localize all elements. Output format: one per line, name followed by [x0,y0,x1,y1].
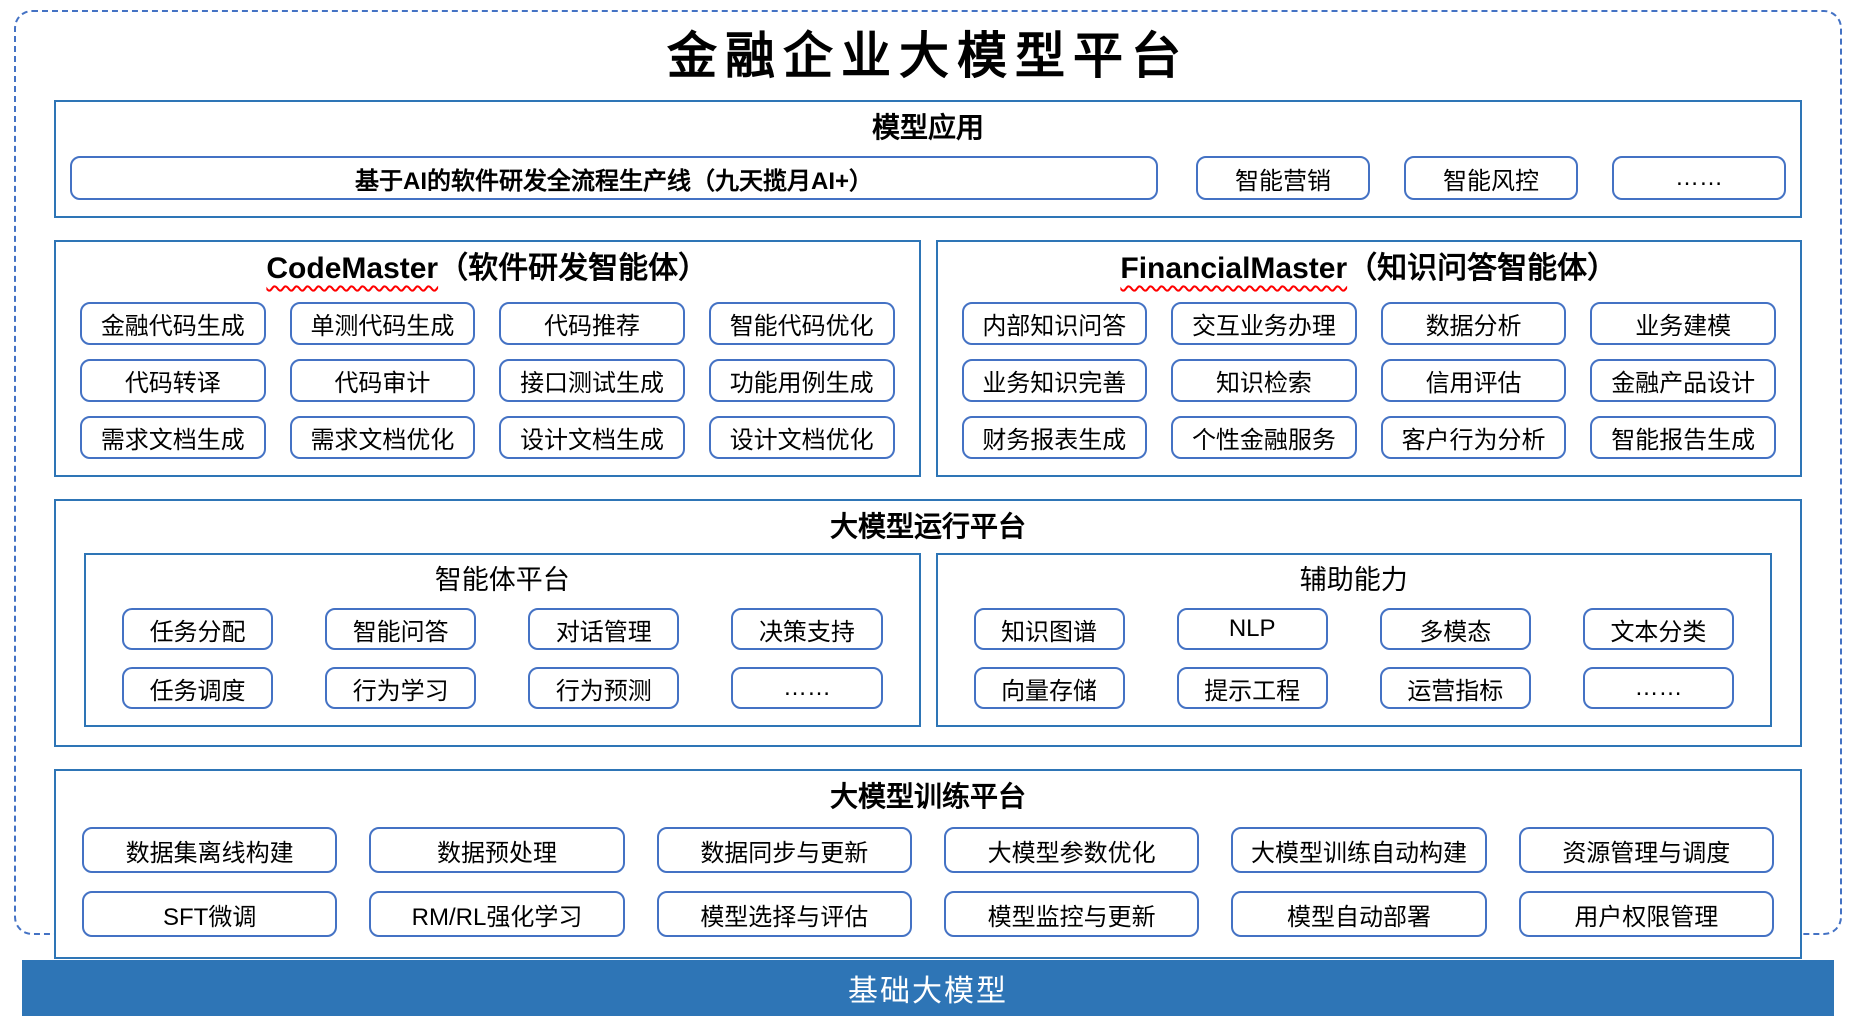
aux-capabilities-title: 辅助能力 [1299,565,1408,595]
training-platform-title: 大模型训练平台 [829,781,1026,812]
agent-platform-items: 任务分配 智能问答 对话管理 决策支持任务调度 行为学习 行为预测 …… [86,606,919,709]
agent-platform-item: …… [731,667,883,709]
financialmaster-item: 财务报表生成 [961,416,1148,459]
subsection-aux-capabilities: 辅助能力 知识图谱 NLP 多模态 文本分类向量存储 提示工程 运营指标 …… [935,553,1772,727]
runtime-platform-title: 大模型运行平台 [829,511,1026,542]
aux-capability-item: 运营指标 [1379,667,1531,709]
app-item: …… [1612,156,1786,200]
codemaster-item: 功能用例生成 [708,359,895,402]
agent-platform-item: 行为学习 [325,667,477,709]
codemaster-item: 金融代码生成 [80,302,266,345]
page-title: 金融企业大模型平台 [667,26,1189,85]
section-training-platform: 大模型训练平台 数据集离线构建数据预处理数据同步与更新大模型参数优化大模型训练自… [54,769,1802,959]
aux-capability-item: 向量存储 [973,667,1125,709]
agent-platform-item: 任务调度 [122,667,274,709]
financialmaster-item: 知识检索 [1171,359,1357,402]
financialmaster-item: 数据分析 [1380,302,1567,345]
codemaster-items: 金融代码生成单测代码生成代码推荐智能代码优化代码转译代码审计接口测试生成功能用例… [56,298,919,459]
outer-dashed-frame: 金融企业大模型平台 模型应用 基于AI的软件研发全流程生产线（九天揽月AI+） … [14,10,1842,959]
financialmaster-item: 内部知识问答 [961,302,1148,345]
training-item: 大模型参数优化 [943,827,1200,873]
codemaster-item: 需求文档生成 [80,416,266,459]
training-item: 模型监控与更新 [943,891,1200,937]
financialmaster-item: 信用评估 [1380,359,1567,402]
codemaster-item: 代码转译 [80,359,266,402]
financialmaster-items: 内部知识问答交互业务办理数据分析业务建模业务知识完善知识检索信用评估金融产品设计… [938,298,1801,459]
codemaster-item: 需求文档优化 [289,416,476,459]
codemaster-item: 设计文档生成 [499,416,685,459]
section-runtime-platform: 大模型运行平台 智能体平台 任务分配 智能问答 对话管理 决策支持任务调度 行为学习 行为… [54,499,1802,747]
training-item: 模型自动部署 [1231,891,1487,937]
financialmaster-item: 业务知识完善 [961,359,1148,402]
aux-capability-item: …… [1582,667,1734,709]
section-financialmaster: FinancialMaster（知识问答智能体） 内部知识问答交互业务办理数据分… [935,240,1802,477]
agent-platform-item: 决策支持 [731,608,883,650]
aux-capability-item: NLP [1176,608,1328,650]
training-item: 用户权限管理 [1518,891,1774,937]
aux-capability-item: 多模态 [1379,608,1531,650]
foundation-model-bar: 基础大模型 [22,960,1834,1016]
financialmaster-name-cn: （知识问答智能体） [1347,252,1618,285]
financialmaster-item: 业务建模 [1590,302,1776,345]
training-item: 数据预处理 [369,827,625,873]
financialmaster-item: 客户行为分析 [1380,416,1567,459]
aux-capability-item: 文本分类 [1582,608,1734,650]
training-item: 数据同步与更新 [656,827,912,873]
agent-platform-title: 智能体平台 [434,565,570,595]
aux-capability-item: 提示工程 [1176,667,1328,709]
aux-capability-item: 知识图谱 [973,608,1125,650]
training-item: 大模型训练自动构建 [1231,827,1487,873]
training-item: RM/RL强化学习 [369,891,625,937]
model-applications-row: 基于AI的软件研发全流程生产线（九天揽月AI+） 智能营销智能风控 …… [56,152,1800,200]
training-platform-items: 数据集离线构建数据预处理数据同步与更新大模型参数优化大模型训练自动构建资源管理与… [56,821,1800,937]
financialmaster-item: 个性金融服务 [1171,416,1357,459]
financialmaster-item: 智能报告生成 [1590,416,1776,459]
runtime-row: 智能体平台 任务分配 智能问答 对话管理 决策支持任务调度 行为学习 行为预测 …… 辅助能… [56,551,1800,727]
codemaster-item: 代码推荐 [499,302,685,345]
model-applications-title: 模型应用 [871,112,984,143]
subsection-agent-platform: 智能体平台 任务分配 智能问答 对话管理 决策支持任务调度 行为学习 行为预测 …… [84,553,921,727]
financialmaster-title: FinancialMaster（知识问答智能体） [938,242,1801,298]
codemaster-item: 智能代码优化 [708,302,895,345]
agents-row: CodeMaster（软件研发智能体） 金融代码生成单测代码生成代码推荐智能代码… [54,240,1802,477]
financialmaster-name-en: FinancialMaster [1120,252,1348,285]
training-item: 数据集离线构建 [82,827,338,873]
app-item: 智能营销 [1196,156,1370,200]
codemaster-name-cn: （软件研发智能体） [438,252,709,285]
training-item: 资源管理与调度 [1518,827,1774,873]
training-item: SFT微调 [82,891,338,937]
codemaster-item: 代码审计 [289,359,476,402]
section-codemaster: CodeMaster（软件研发智能体） 金融代码生成单测代码生成代码推荐智能代码… [54,240,921,477]
agent-platform-item: 行为预测 [528,667,680,709]
agent-platform-item: 任务分配 [122,608,274,650]
codemaster-item: 单测代码生成 [289,302,476,345]
codemaster-name-en: CodeMaster [266,252,439,285]
training-item: 模型选择与评估 [656,891,912,937]
codemaster-item: 设计文档优化 [708,416,895,459]
app-items: 智能营销智能风控 …… [1196,156,1786,200]
app-pipeline-item: 基于AI的软件研发全流程生产线（九天揽月AI+） [70,156,1158,200]
codemaster-item: 接口测试生成 [499,359,685,402]
app-item: 智能风控 [1404,156,1578,200]
codemaster-title: CodeMaster（软件研发智能体） [56,242,919,298]
financialmaster-item: 交互业务办理 [1171,302,1357,345]
aux-capabilities-items: 知识图谱 NLP 多模态 文本分类向量存储 提示工程 运营指标 …… [938,606,1771,709]
financialmaster-item: 金融产品设计 [1590,359,1776,402]
section-model-applications: 模型应用 基于AI的软件研发全流程生产线（九天揽月AI+） 智能营销智能风控 …… [54,100,1802,218]
agent-platform-item: 智能问答 [325,608,477,650]
agent-platform-item: 对话管理 [528,608,680,650]
